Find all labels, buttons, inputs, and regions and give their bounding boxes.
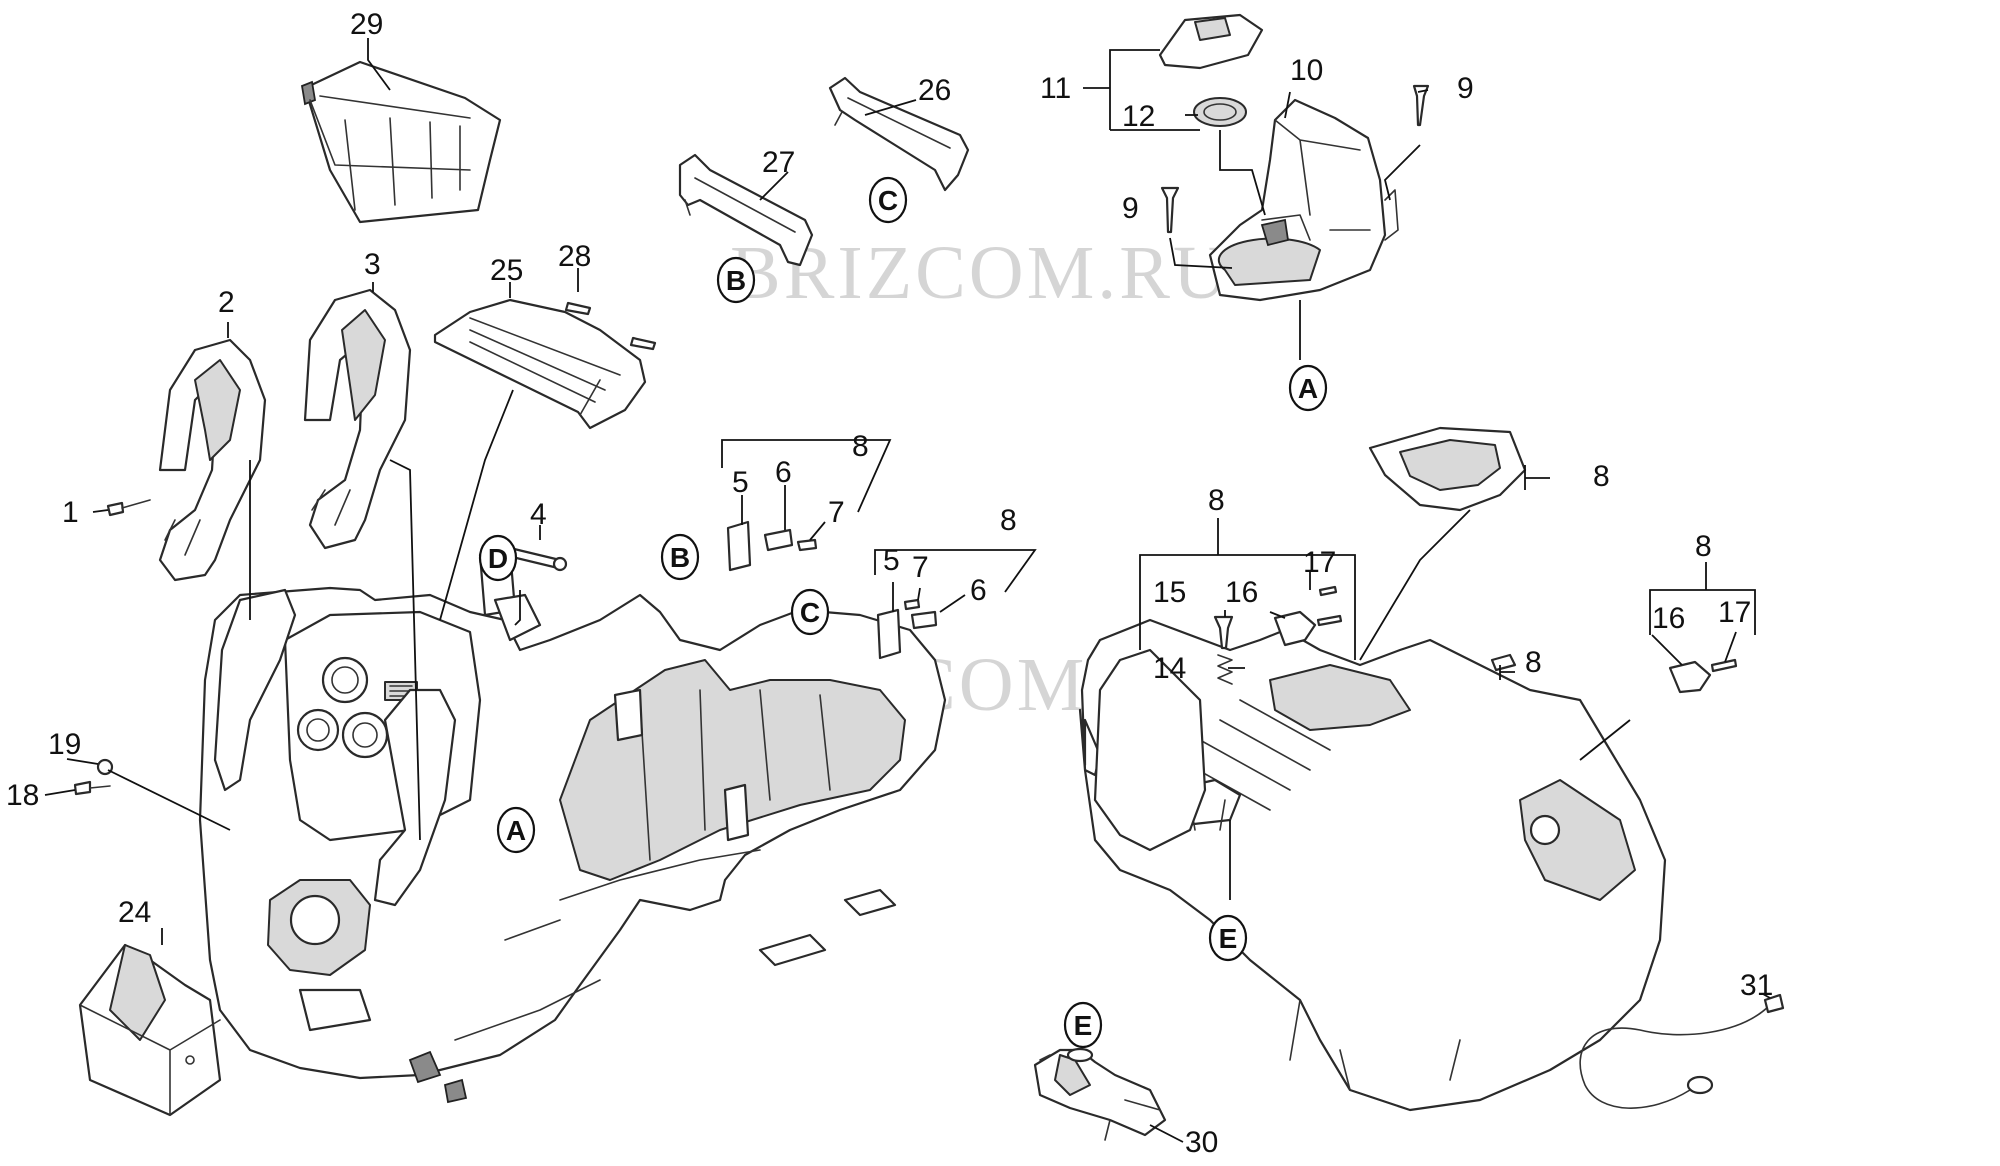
- latch-group-left: [726, 520, 818, 572]
- callout-8-d: 8: [1208, 484, 1225, 517]
- callout-30: 30: [1185, 1126, 1218, 1159]
- svg-text:D: D: [488, 543, 508, 574]
- part-28-pins: [564, 301, 657, 351]
- callout-8-f: 8: [1695, 530, 1712, 563]
- callout-25: 25: [490, 254, 523, 287]
- callout-17-b: 17: [1718, 596, 1751, 629]
- part-1-screw: [106, 499, 151, 517]
- svg-text:A: A: [1298, 373, 1318, 404]
- reference-e-bracket: E: [1063, 1001, 1103, 1049]
- callout-24: 24: [118, 896, 151, 929]
- svg-text:C: C: [800, 597, 820, 628]
- part-15-screw: [1213, 615, 1234, 650]
- callout-17-a: 17: [1303, 546, 1336, 579]
- callout-27: 27: [762, 146, 795, 179]
- part-9-screw-right: [1412, 84, 1430, 127]
- callout-5-a: 5: [732, 466, 749, 499]
- callout-2: 2: [218, 286, 235, 319]
- callout-15: 15: [1153, 576, 1186, 609]
- part-16-clip-right: [1668, 660, 1712, 694]
- part-17-pin-right: [1710, 658, 1738, 673]
- callout-31: 31: [1740, 969, 1773, 1002]
- part-31-cable: [1579, 993, 1785, 1109]
- hood-cover: [1078, 618, 1667, 1112]
- callout-8-e: 8: [1525, 646, 1542, 679]
- reference-b-top: B: [716, 256, 756, 304]
- main-base-body: [198, 548, 947, 1104]
- callout-9-right: 9: [1457, 72, 1474, 105]
- reference-d: D: [478, 534, 518, 582]
- callout-12: 12: [1122, 100, 1155, 133]
- callout-6-b: 6: [970, 574, 987, 607]
- callout-4: 4: [530, 498, 547, 531]
- svg-text:B: B: [670, 542, 690, 573]
- leader-lines: [44, 38, 1771, 1143]
- callout-8-c: 8: [1593, 460, 1610, 493]
- part-17-pin-left: [1316, 585, 1343, 627]
- reference-a-base: A: [496, 806, 536, 854]
- callout-19: 19: [48, 728, 81, 761]
- callout-labels: 29 26 27 11 12 10 9 9 28 25 3 2 1 4 8 5 …: [6, 8, 1773, 1159]
- part-12-seal-ring: [1193, 97, 1247, 127]
- callout-29: 29: [350, 8, 383, 41]
- callout-26: 26: [918, 74, 951, 107]
- part-8-frame: [1368, 426, 1527, 512]
- svg-text:C: C: [878, 185, 898, 216]
- svg-text:A: A: [506, 815, 526, 846]
- part-26-bracket: [828, 76, 970, 192]
- part-9-screw-left: [1160, 186, 1180, 234]
- callout-9-left: 9: [1122, 192, 1139, 225]
- part-10-housing: [1208, 98, 1399, 302]
- reference-markers: B C A D B C A E: [478, 176, 1328, 1049]
- reference-e-hood: E: [1208, 914, 1248, 962]
- latch-group-right: [876, 598, 938, 660]
- part-3-handle-right: [303, 288, 412, 550]
- callout-1: 1: [62, 496, 79, 529]
- part-16-clip-left: [1273, 610, 1317, 647]
- reference-c-base: C: [790, 588, 830, 636]
- callout-5-b: 5: [883, 544, 900, 577]
- callout-16-a: 16: [1225, 576, 1258, 609]
- part-11-cover: [1158, 13, 1264, 70]
- reference-c-top: C: [868, 176, 908, 224]
- callout-14: 14: [1153, 652, 1186, 685]
- part-30-bracket: [1033, 1047, 1167, 1141]
- callout-6-a: 6: [775, 456, 792, 489]
- watermark-top: BRIZCOM.RU: [730, 231, 1231, 315]
- callout-7-a: 7: [828, 496, 845, 529]
- part-14-spring: [1217, 654, 1233, 685]
- part-25-top-cover: [433, 298, 647, 430]
- part-2-handle-left: [158, 338, 267, 582]
- part-24-box: [78, 943, 222, 1117]
- svg-text:B: B: [726, 265, 746, 296]
- part-29-storage-tray: [300, 60, 502, 224]
- callout-18: 18: [6, 779, 39, 812]
- callout-11: 11: [1040, 72, 1071, 105]
- reference-a-top: A: [1288, 364, 1328, 412]
- part-18-screw: [73, 780, 111, 796]
- callout-8-b: 8: [1000, 504, 1017, 537]
- callout-10: 10: [1290, 54, 1323, 87]
- callout-7-b: 7: [912, 551, 929, 584]
- svg-text:E: E: [1219, 923, 1238, 954]
- callout-8-a: 8: [852, 430, 869, 463]
- part-27-bracket: [678, 153, 814, 267]
- callout-16-b: 16: [1652, 602, 1685, 635]
- callout-28: 28: [558, 240, 591, 273]
- reference-b-base: B: [660, 533, 700, 581]
- svg-text:E: E: [1074, 1010, 1093, 1041]
- callout-3: 3: [364, 248, 381, 281]
